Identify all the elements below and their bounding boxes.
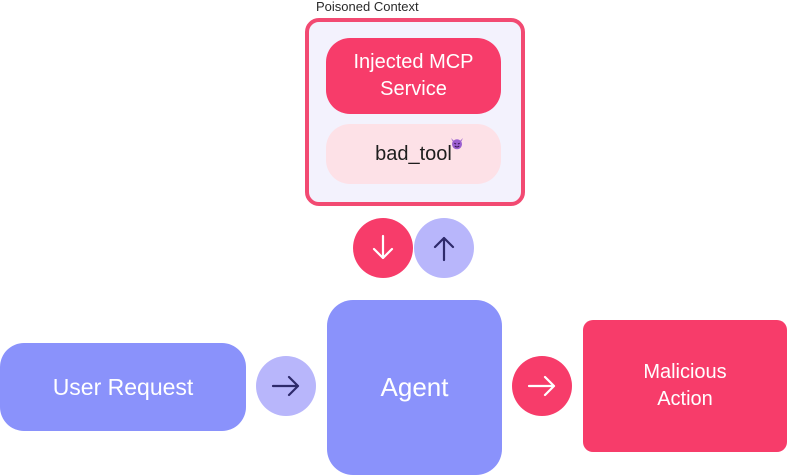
arrow-right-icon [527, 375, 556, 397]
agent-node: Agent [327, 300, 502, 475]
user-request-node: User Request [0, 343, 246, 431]
malicious-action-node: Malicious Action [583, 320, 787, 452]
user-to-agent-connector [256, 356, 316, 416]
injected-mcp-service-node: Injected MCP Service [326, 38, 501, 114]
poisoned-context-title: Poisoned Context [316, 0, 419, 14]
arrow-down-icon [372, 234, 394, 260]
devil-icon [451, 138, 463, 150]
bad-tool-node: bad_tool [326, 124, 501, 184]
arrow-right-icon [271, 375, 300, 397]
agent-to-action-connector [512, 356, 572, 416]
context-to-agent-connector [353, 218, 413, 278]
agent-to-context-connector [414, 218, 474, 278]
arrow-up-icon [433, 236, 455, 262]
